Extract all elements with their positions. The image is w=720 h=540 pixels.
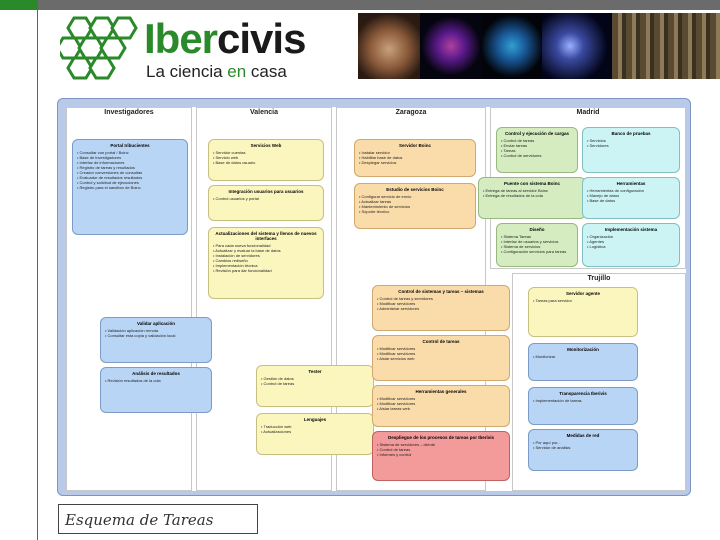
list-item: • Revisión para dar funcionalidad <box>213 268 319 273</box>
box-title: Monitorización <box>533 347 633 352</box>
server-racks-photo <box>612 13 720 79</box>
box-title: Herramientas <box>587 181 675 186</box>
header-investigadores: Investigadores <box>66 109 192 116</box>
box-title: Servidor Boinc <box>359 143 471 148</box>
box-portal[interactable]: Portal Iribucientes • Consultar con port… <box>72 139 188 235</box>
list-item: • Control usuarios y portal <box>213 196 319 201</box>
list-item: • Base de datos <box>587 198 675 203</box>
box-title: Validar aplicación <box>105 321 207 326</box>
box-monitorizacion[interactable]: Monitorización • Monitorizar <box>528 343 638 381</box>
box-control-tareas[interactable]: Control de tareas • Modificar servidores… <box>372 335 510 381</box>
box-title: Despliegue de los procesos de tareas por… <box>377 435 505 440</box>
box-servicios-web[interactable]: Servicios Web • Servidor cuentas • Servi… <box>208 139 324 181</box>
hands-photo <box>358 13 420 79</box>
list-item: • Entrega de resultados de la cola <box>483 193 581 198</box>
list-item: • Administrar servidores <box>377 306 505 311</box>
task-scheme-inner: Investigadores Valencia Zaragoza Madrid … <box>66 107 686 491</box>
list-item: • Implementación de tareas <box>533 398 633 403</box>
list-item: • Aislar servicios web <box>377 356 505 361</box>
box-servidor-agente[interactable]: Servidor agente • Tareas para servidor <box>528 287 638 337</box>
top-bar <box>0 0 720 10</box>
box-title: Control de sistemas y tareas – sistemas <box>377 289 505 294</box>
list-item: • Desplegar servicios <box>359 160 471 165</box>
list-item: • Configuración servicios para tareas <box>501 249 573 254</box>
task-scheme-panel: Investigadores Valencia Zaragoza Madrid … <box>57 98 691 496</box>
box-lenguajes[interactable]: Lenguajes • Traducción web • Actualizaci… <box>256 413 374 455</box>
box-title: Herramientas generales <box>377 389 505 394</box>
box-title: Puente con sistema Boinc <box>483 181 581 186</box>
box-title: Servidor agente <box>533 291 633 296</box>
box-title: Tester <box>261 369 369 374</box>
box-despliegue[interactable]: Despliegue de los procesos de tareas por… <box>372 431 510 481</box>
list-item: • Servidor de análisis <box>533 445 633 450</box>
tagline: La ciencia en casa <box>146 62 287 82</box>
list-item: • Soporte técnico <box>359 209 471 214</box>
box-title: Control y ejecución de cargas <box>501 131 573 136</box>
protein-photo <box>420 13 482 79</box>
box-title: Transparencia Iberivis <box>533 391 633 396</box>
box-estudio-boinc[interactable]: Estudio de servicios Boinc • Configurar … <box>354 183 476 229</box>
galaxy-photo <box>542 13 612 79</box>
box-title: Banco de pruebas <box>587 131 675 136</box>
box-herramientas[interactable]: Herramientas • Herramientas de configura… <box>582 177 680 219</box>
list-item: • Actualizaciones <box>261 429 369 434</box>
box-title: Lenguajes <box>261 417 369 422</box>
box-validar[interactable]: Validar aplicación • Validación aplicaci… <box>100 317 212 363</box>
caption: Esquema de Tareas <box>58 504 258 534</box>
hexagon-logo-icon <box>60 14 140 82</box>
molecule-photo <box>482 13 542 79</box>
list-item: • Registro para el sandbox de Boinc <box>77 185 183 190</box>
left-bar <box>0 0 38 540</box>
header-zaragoza: Zaragoza <box>336 109 486 116</box>
list-item: • Consultar esta copia y validación loca… <box>105 333 207 338</box>
box-title: Control de tareas <box>377 339 505 344</box>
list-item: • Control de servidores <box>501 153 573 158</box>
list-item: • Control de tareas <box>261 381 369 386</box>
box-integracion[interactable]: Integración usuarios para usuarios • Con… <box>208 185 324 221</box>
header-trujillo: Trujillo <box>512 275 686 282</box>
box-implementacion[interactable]: Implementación sistema • Organización • … <box>582 223 680 267</box>
list-item: • Informes y control <box>377 452 505 457</box>
box-herramientas-generales[interactable]: Herramientas generales • Modificar servi… <box>372 385 510 427</box>
box-title: Análisis de resultados <box>105 371 207 376</box>
list-item: • Base de datos usuario <box>213 160 319 165</box>
box-control-sistemas[interactable]: Control de sistemas y tareas – sistemas … <box>372 285 510 331</box>
box-title: Implementación sistema <box>587 227 675 232</box>
list-item: • Tareas para servidor <box>533 298 633 303</box>
box-analisis[interactable]: Análisis de resultados • Revisión result… <box>100 367 212 413</box>
box-servidor-boinc[interactable]: Servidor Boinc • Instalar servidor • Hab… <box>354 139 476 177</box>
logo: Ibercivis La ciencia en casa <box>60 14 350 84</box>
box-banco-pruebas[interactable]: Banco de pruebas • Servicios • Servidore… <box>582 127 680 173</box>
box-title: Servicios Web <box>213 143 319 148</box>
header-valencia: Valencia <box>196 109 332 116</box>
box-title: Integración usuarios para usuarios <box>213 189 319 194</box>
list-item: • Aislar tareas web <box>377 406 505 411</box>
header-madrid: Madrid <box>490 109 686 116</box>
box-title: Medidas de red <box>533 433 633 438</box>
brand-title: Ibercivis <box>144 16 305 62</box>
box-title: Diseño <box>501 227 573 232</box>
box-transparencia[interactable]: Transparencia Iberivis • Implementación … <box>528 387 638 425</box>
box-title: Estudio de servicios Boinc <box>359 187 471 192</box>
box-actualizaciones[interactable]: Actualizaciones del sistema y llenos de … <box>208 227 324 299</box>
box-diseno[interactable]: Diseño • Sistema Tareas • Interfaz de us… <box>496 223 578 267</box>
box-medidas-red[interactable]: Medidas de red • Por aquí por... • Servi… <box>528 429 638 471</box>
header-photo-strip <box>358 13 720 79</box>
list-item: • Revisión resultados de la cola <box>105 378 207 383</box>
box-title: Actualizaciones del sistema y llenos de … <box>213 231 319 241</box>
list-item: • Monitorizar <box>533 354 633 359</box>
list-item: • Logística <box>587 244 675 249</box>
box-tester[interactable]: Tester • Gestión de datos • Control de t… <box>256 365 374 407</box>
list-item: • Servidores <box>587 143 675 148</box>
box-control-cargas[interactable]: Control y ejecución de cargas • Control … <box>496 127 578 173</box>
box-title: Portal Iribucientes <box>77 143 183 148</box>
box-puente-boinc[interactable]: Puente con sistema Boinc • Entrega de ta… <box>478 177 586 219</box>
